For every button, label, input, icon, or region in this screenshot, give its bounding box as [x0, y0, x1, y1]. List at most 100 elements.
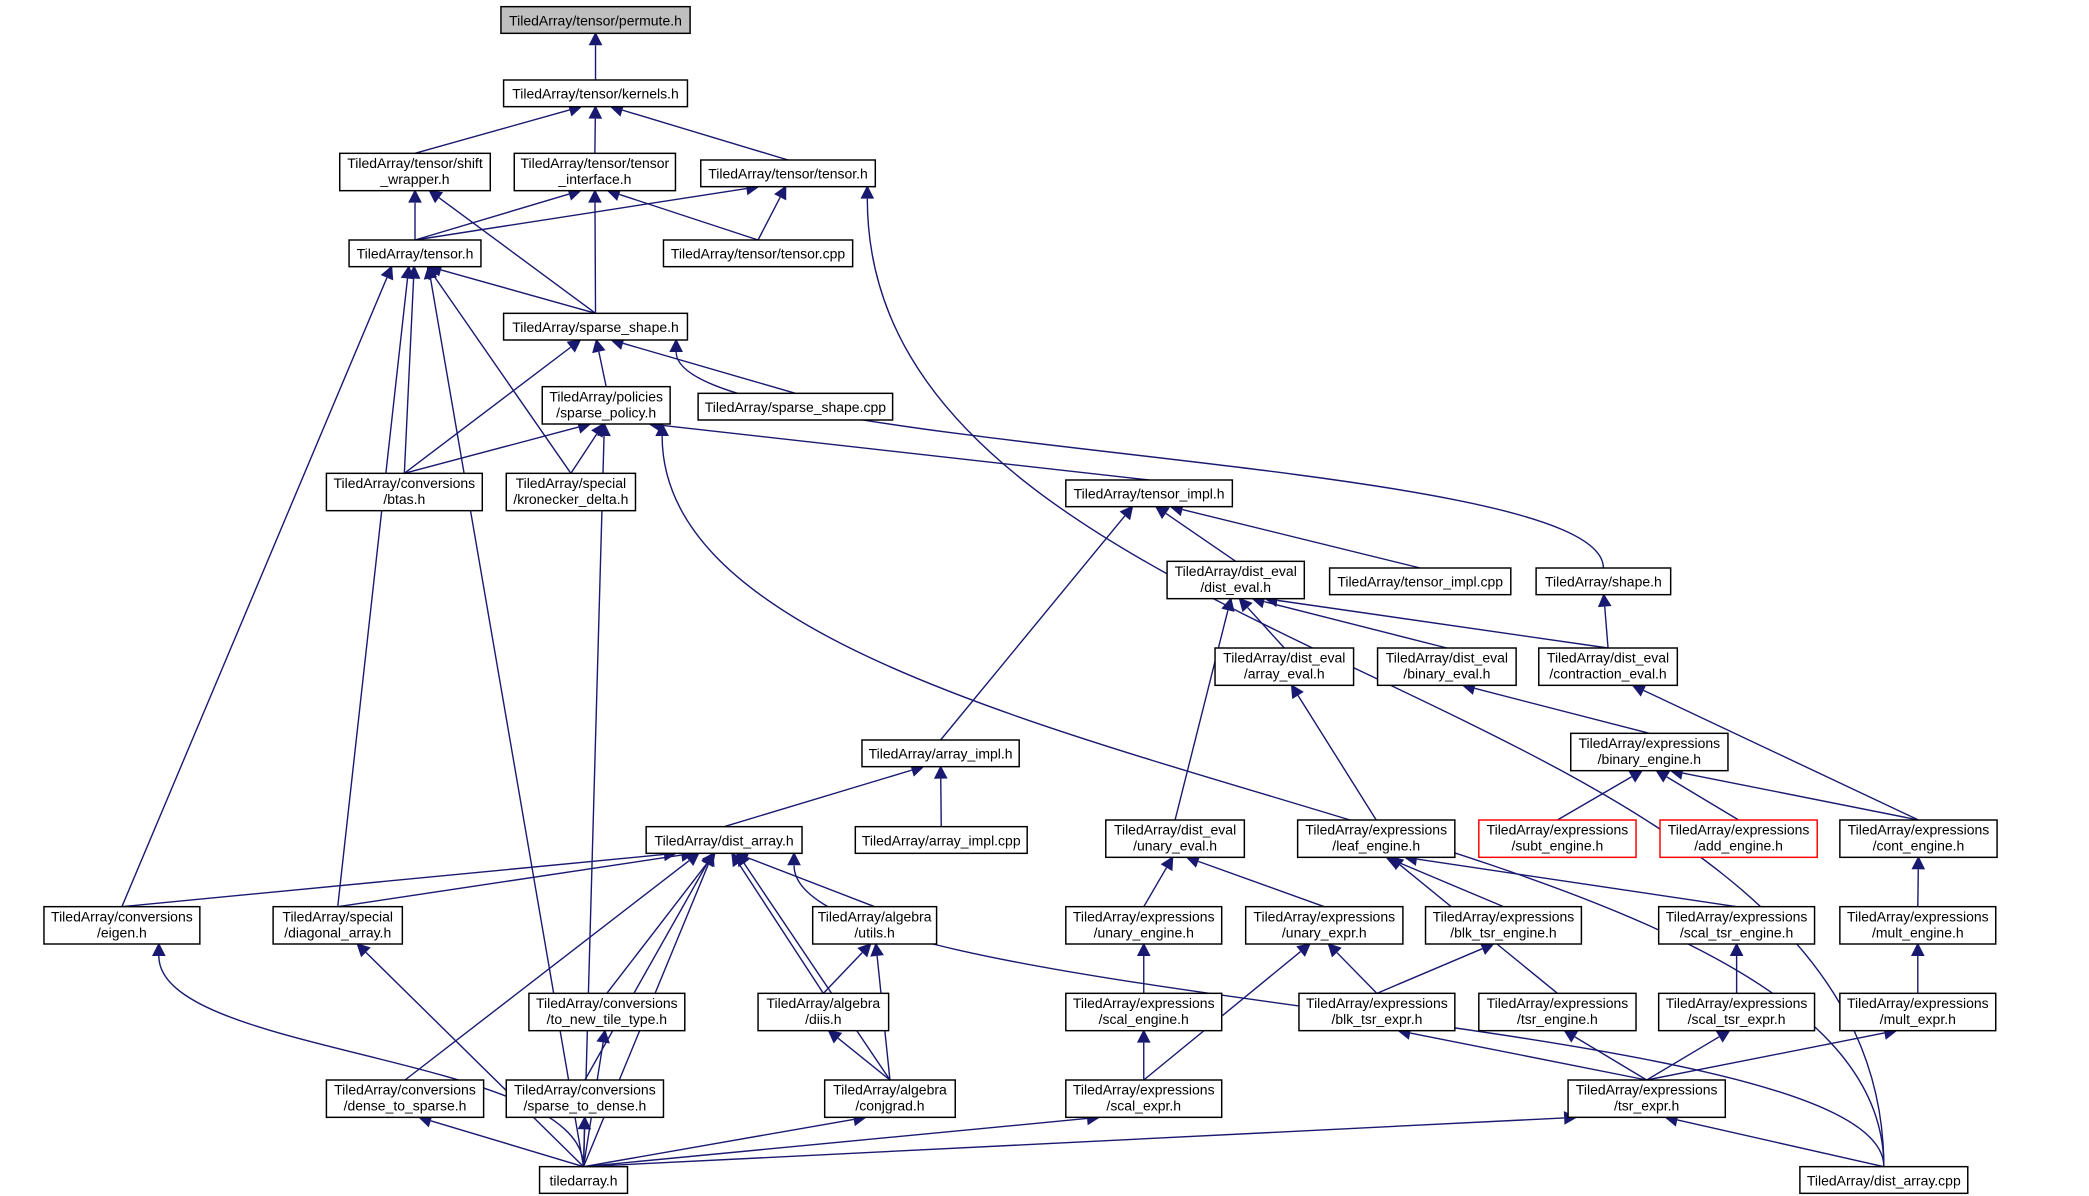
- edge-line: [365, 951, 585, 1168]
- node-array-impl-h[interactable]: TiledArray/array_impl.h: [861, 739, 1020, 768]
- arrowhead-icon: [1729, 942, 1744, 956]
- edge-line: [594, 202, 597, 314]
- node-sparse-shape-h[interactable]: TiledArray/sparse_shape.h: [502, 312, 689, 341]
- node-tiledarray-h[interactable]: tiledarray.h: [538, 1165, 629, 1195]
- node-box: [823, 1079, 956, 1119]
- node-blk-tsr-expr[interactable]: TiledArray/expressions/blk_tsr_expr.h: [1298, 992, 1456, 1032]
- node-label: TiledArray/tensor_impl.cpp: [1337, 574, 1503, 590]
- node-scal-expr[interactable]: TiledArray/expressions/scal_expr.h: [1065, 1079, 1223, 1119]
- node-mult-engine[interactable]: TiledArray/expressions/mult_engine.h: [1839, 905, 1997, 945]
- node-tensor-tensor-h[interactable]: TiledArray/tensor/tensor.h: [700, 159, 877, 188]
- node-binary-engine[interactable]: TiledArray/expressions/binary_engine.h: [1570, 732, 1729, 772]
- node-dist-eval-h[interactable]: TiledArray/dist_eval/dist_eval.h: [1166, 560, 1306, 600]
- node-kernels[interactable]: TiledArray/tensor/kernels.h: [502, 79, 689, 108]
- node-subt-engine[interactable]: TiledArray/expressions/subt_engine.h: [1478, 819, 1637, 859]
- arrowhead-icon: [1221, 597, 1235, 612]
- node-tsr-engine[interactable]: TiledArray/expressions/tsr_engine.h: [1478, 992, 1637, 1032]
- node-dense-to-sparse[interactable]: TiledArray/conversions/dense_to_sparse.h: [325, 1079, 485, 1119]
- node-diis[interactable]: TiledArray/algebra/diis.h: [757, 992, 890, 1032]
- edge-line: [404, 426, 579, 475]
- node-sparse-policy[interactable]: TiledArray/policies/sparse_policy.h: [541, 385, 671, 425]
- arrowhead-icon: [588, 31, 603, 46]
- edge-line: [1682, 772, 1919, 821]
- node-unary-expr[interactable]: TiledArray/expressions/unary_expr.h: [1244, 905, 1404, 945]
- node-shift-wrapper[interactable]: TiledArray/tensor/shift_wrapper.h: [338, 152, 492, 192]
- node-to-new-tile-type[interactable]: TiledArray/conversions/to_new_tile_type.…: [528, 992, 686, 1032]
- node-array-eval[interactable]: TiledArray/dist_eval/array_eval.h: [1214, 647, 1355, 687]
- arrowhead-icon: [1715, 1029, 1731, 1043]
- node-algebra-utils[interactable]: TiledArray/algebra/utils.h: [811, 905, 938, 945]
- arrowhead-icon: [1136, 942, 1151, 956]
- node-dist-array-cpp[interactable]: TiledArray/dist_array.cpp: [1799, 1165, 1969, 1195]
- node-array-impl-cpp[interactable]: TiledArray/array_impl.cpp: [854, 825, 1028, 855]
- node-label: /diagonal_array.h: [284, 924, 391, 940]
- node-box: [1244, 905, 1404, 945]
- node-box: [505, 1079, 665, 1119]
- node-box: [1657, 992, 1816, 1032]
- node-unary-eval[interactable]: TiledArray/dist_eval/unary_eval.h: [1105, 819, 1246, 859]
- node-scal-tsr-expr[interactable]: TiledArray/expressions/scal_tsr_expr.h: [1657, 992, 1816, 1032]
- node-label: TiledArray/expressions: [1073, 995, 1215, 1011]
- node-label: /mult_expr.h: [1880, 1011, 1956, 1027]
- edge-subt_engine-to-binary_engine: [1557, 769, 1644, 821]
- node-label: TiledArray/algebra: [818, 908, 932, 924]
- edge-leaf_engine-to-array_eval: [1290, 684, 1377, 821]
- node-leaf-engine[interactable]: TiledArray/expressions/leaf_engine.h: [1296, 819, 1456, 859]
- node-shape-h[interactable]: TiledArray/shape.h: [1535, 567, 1672, 596]
- node-box: [1166, 560, 1306, 600]
- node-dist-array-h[interactable]: TiledArray/dist_array.h: [645, 825, 803, 855]
- node-tensor-interface[interactable]: TiledArray/tensor/tensor_interface.h: [513, 152, 677, 192]
- edge-line: [619, 193, 759, 241]
- node-tensor-tensor-cpp[interactable]: TiledArray/tensor/tensor.cpp: [662, 239, 854, 268]
- arrowhead-icon: [860, 185, 875, 199]
- edge-line: [1336, 952, 1378, 994]
- arrowhead-icon: [669, 338, 683, 352]
- arrowhead-icon: [1327, 942, 1342, 958]
- edge-diis-to-algebra_utils: [822, 942, 872, 994]
- arrowhead-icon: [1160, 856, 1174, 872]
- node-box: [1424, 905, 1583, 945]
- node-binary-eval[interactable]: TiledArray/dist_eval/binary_eval.h: [1376, 647, 1517, 687]
- node-add-engine[interactable]: TiledArray/expressions/add_engine.h: [1659, 819, 1818, 859]
- edge-line: [1410, 1032, 1647, 1081]
- node-conjgrad[interactable]: TiledArray/algebra/conjgrad.h: [823, 1079, 956, 1119]
- node-contraction-eval[interactable]: TiledArray/dist_eval/contraction_eval.h: [1538, 647, 1679, 687]
- node-mult-expr[interactable]: TiledArray/expressions/mult_expr.h: [1839, 992, 1997, 1032]
- node-box: [1657, 905, 1816, 945]
- arrowhead-icon: [1154, 505, 1170, 520]
- edge-tensor_tensor_cpp-to-tensor_tensor_h: [757, 185, 787, 241]
- edge-sparse_to_dense-to-dist_array_h: [584, 852, 714, 1081]
- node-tsr-expr[interactable]: TiledArray/expressions/tsr_expr.h: [1567, 1079, 1727, 1119]
- node-btas[interactable]: TiledArray/conversions/btas.h: [325, 472, 484, 512]
- node-unary-engine[interactable]: TiledArray/expressions/unary_engine.h: [1065, 905, 1223, 945]
- node-tensor-h[interactable]: TiledArray/tensor.h: [348, 239, 482, 268]
- node-label: /scal_tsr_expr.h: [1688, 1011, 1786, 1027]
- node-sparse-to-dense[interactable]: TiledArray/conversions/sparse_to_dense.h: [505, 1079, 665, 1119]
- node-eigen[interactable]: TiledArray/conversions/eigen.h: [43, 905, 201, 945]
- edge-line: [866, 198, 1885, 1167]
- node-permute[interactable]: TiledArray/tensor/permute.h: [500, 5, 691, 35]
- node-diagonal-array[interactable]: TiledArray/special/diagonal_array.h: [272, 905, 404, 945]
- edge-mult_expr-to-mult_engine: [1910, 942, 1925, 994]
- edge-line: [1247, 607, 1285, 649]
- node-kronecker[interactable]: TiledArray/special/kronecker_delta.h: [505, 472, 637, 512]
- edge-line: [440, 269, 596, 315]
- edge-diagonal_array-to-tensor_h: [337, 265, 415, 907]
- edge-unary_engine-to-unary_eval: [1143, 856, 1174, 908]
- node-sparse-shape-cpp[interactable]: TiledArray/sparse_shape.cpp: [697, 392, 894, 421]
- node-label: TiledArray/dist_eval: [1114, 822, 1236, 838]
- edge-line: [1397, 861, 1504, 908]
- node-blk-tsr-engine[interactable]: TiledArray/expressions/blk_tsr_engine.h: [1424, 905, 1583, 945]
- node-cont-engine[interactable]: TiledArray/expressions/cont_engine.h: [1839, 819, 1998, 859]
- node-label: TiledArray/expressions: [1487, 995, 1629, 1011]
- edge-tiledarray_h-to-sparse_to_dense: [577, 1115, 592, 1167]
- node-label: TiledArray/expressions: [1073, 908, 1215, 924]
- edge-line: [414, 193, 570, 241]
- edge-line: [757, 197, 781, 241]
- node-scal-engine[interactable]: TiledArray/expressions/scal_engine.h: [1065, 992, 1223, 1032]
- node-tensor-impl-cpp[interactable]: TiledArray/tensor_impl.cpp: [1328, 567, 1512, 596]
- node-tensor-impl-h[interactable]: TiledArray/tensor_impl.h: [1065, 479, 1234, 508]
- arrowhead-icon: [1563, 1029, 1579, 1043]
- node-box: [1567, 1079, 1727, 1119]
- node-scal-tsr-engine[interactable]: TiledArray/expressions/scal_tsr_engine.h: [1657, 905, 1816, 945]
